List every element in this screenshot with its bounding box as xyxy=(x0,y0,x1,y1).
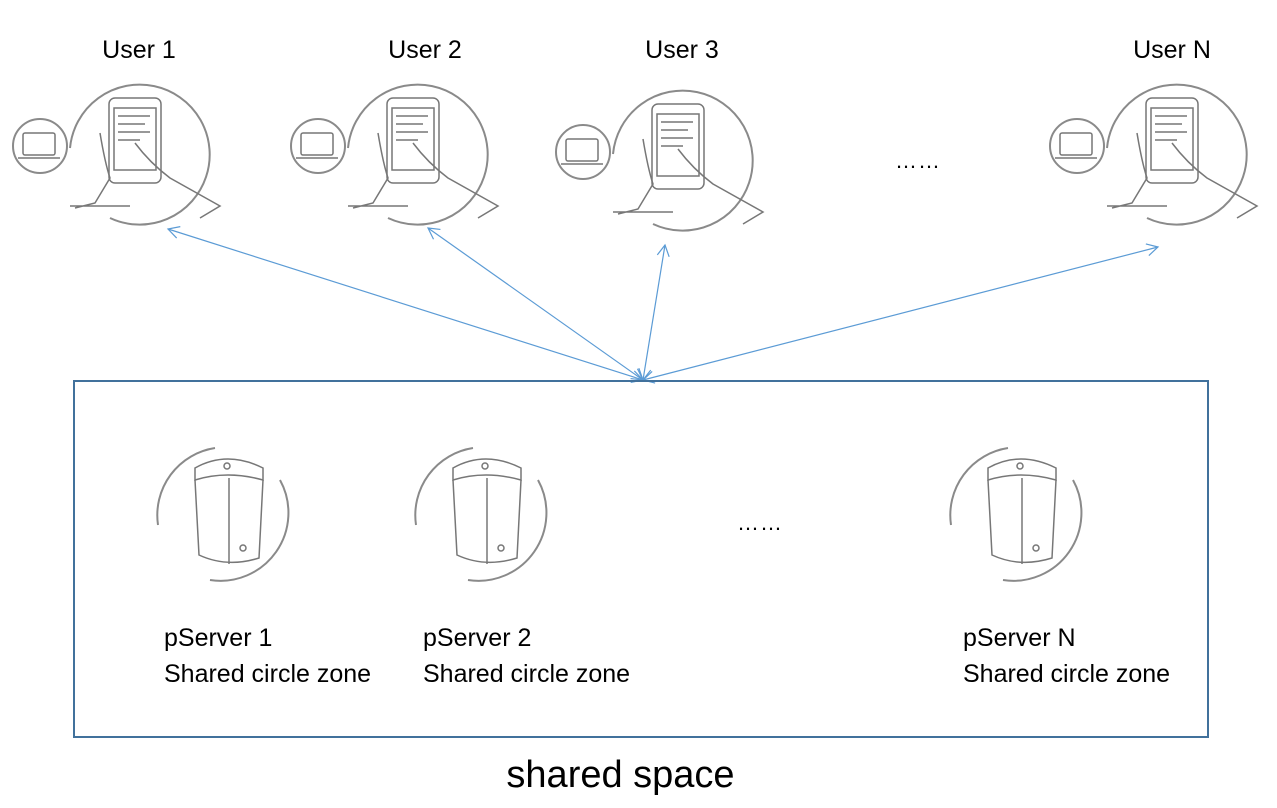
pserver-1-zone: Shared circle zone xyxy=(164,660,372,688)
user-3-label: User 3 xyxy=(645,36,719,64)
pserver-1-caption: pServer 1 Shared circle zone xyxy=(164,620,371,692)
pserver-2-name: pServer 2 xyxy=(423,624,532,652)
arrow-user-n xyxy=(641,243,1160,384)
user-1-device-icon xyxy=(12,83,222,226)
user-3-device-icon xyxy=(555,89,765,232)
pserver-n-zone: Shared circle zone xyxy=(963,660,1171,688)
arrow-user-3 xyxy=(638,243,670,382)
pserver-1-name: pServer 1 xyxy=(164,624,273,652)
pserver-2-zone: Shared circle zone xyxy=(423,660,631,688)
user-1-label: User 1 xyxy=(102,36,176,64)
arrow-user-1 xyxy=(166,226,645,383)
pserver-1-icon xyxy=(156,447,290,582)
shared-space-caption: shared space xyxy=(506,754,735,796)
pserver-n-name: pServer N xyxy=(963,624,1076,652)
user-2-label: User 2 xyxy=(388,36,462,64)
user-n-device-icon xyxy=(1049,83,1259,226)
pserver-2-icon xyxy=(414,447,548,582)
arrow-user-2 xyxy=(426,227,645,381)
pserver-n-icon xyxy=(949,447,1083,582)
servers-ellipsis: …… xyxy=(737,510,783,535)
users-ellipsis: …… xyxy=(895,148,941,173)
shared-space-box xyxy=(73,380,1209,738)
pserver-2-caption: pServer 2 Shared circle zone xyxy=(423,620,630,692)
pserver-n-caption: pServer N Shared circle zone xyxy=(963,620,1170,692)
user-n-label: User N xyxy=(1133,36,1211,64)
user-2-device-icon xyxy=(290,83,500,226)
